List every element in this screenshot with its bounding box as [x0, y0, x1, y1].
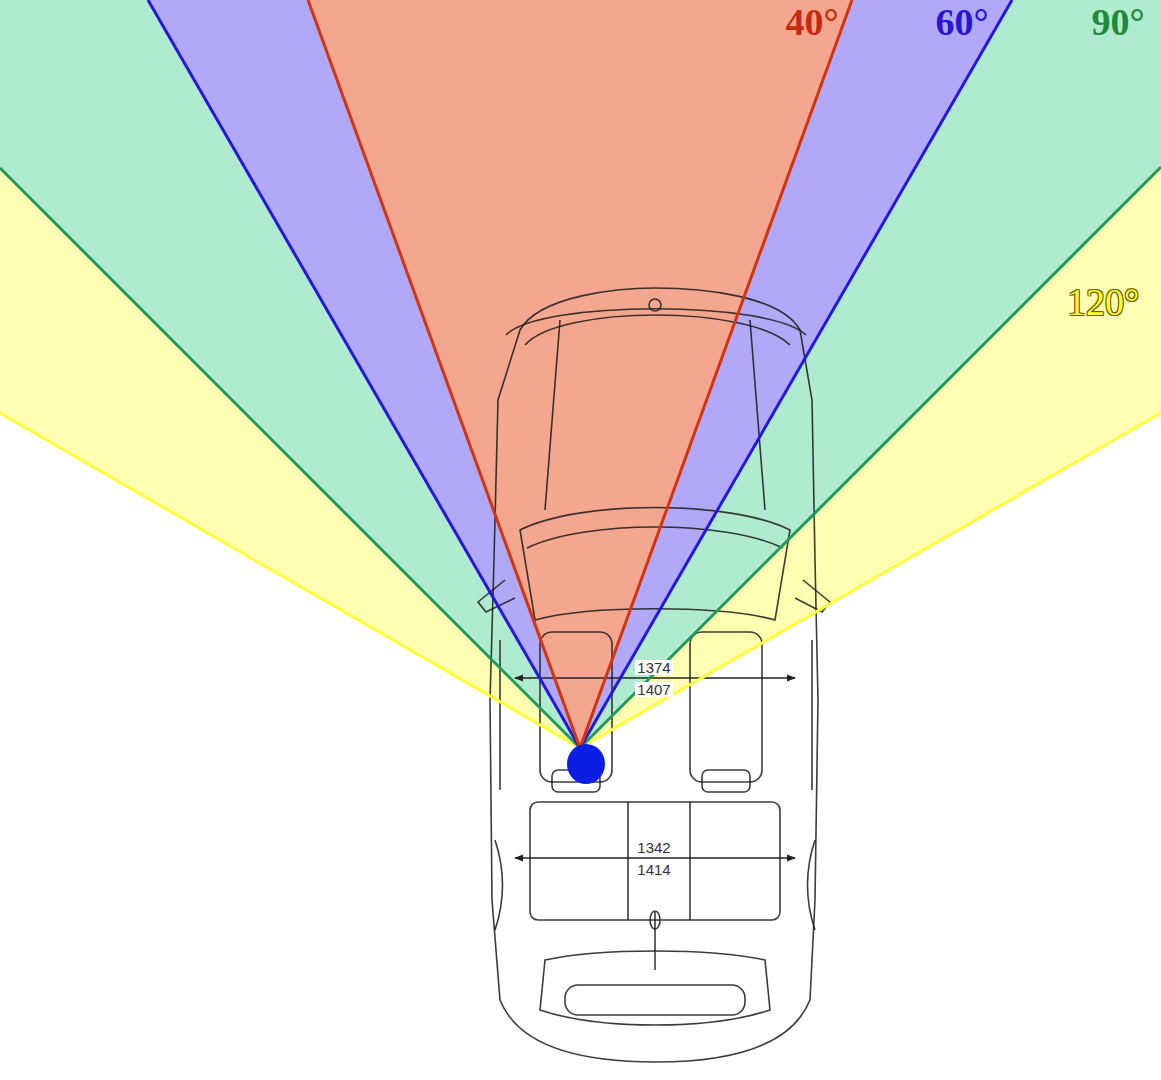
field-of-view-wedges — [0, 0, 1161, 748]
wedge-60 — [148, 0, 1012, 748]
dimension-label: 1342 — [635, 840, 672, 855]
driver-eye-point — [567, 744, 605, 784]
wedge-40 — [308, 0, 852, 748]
wedge-90 — [0, 0, 1161, 748]
dimension-label: 1407 — [635, 682, 672, 697]
angle-label: 90° — [1091, 3, 1144, 41]
wedge-edges — [0, 0, 1161, 748]
angle-label: 60° — [935, 3, 988, 41]
angle-label: 40° — [785, 3, 838, 41]
angle-label: 120° — [1067, 283, 1139, 321]
dimension-label: 1374 — [635, 660, 672, 675]
dimension-label: 1414 — [635, 862, 672, 877]
wedge-120 — [0, 0, 1161, 748]
